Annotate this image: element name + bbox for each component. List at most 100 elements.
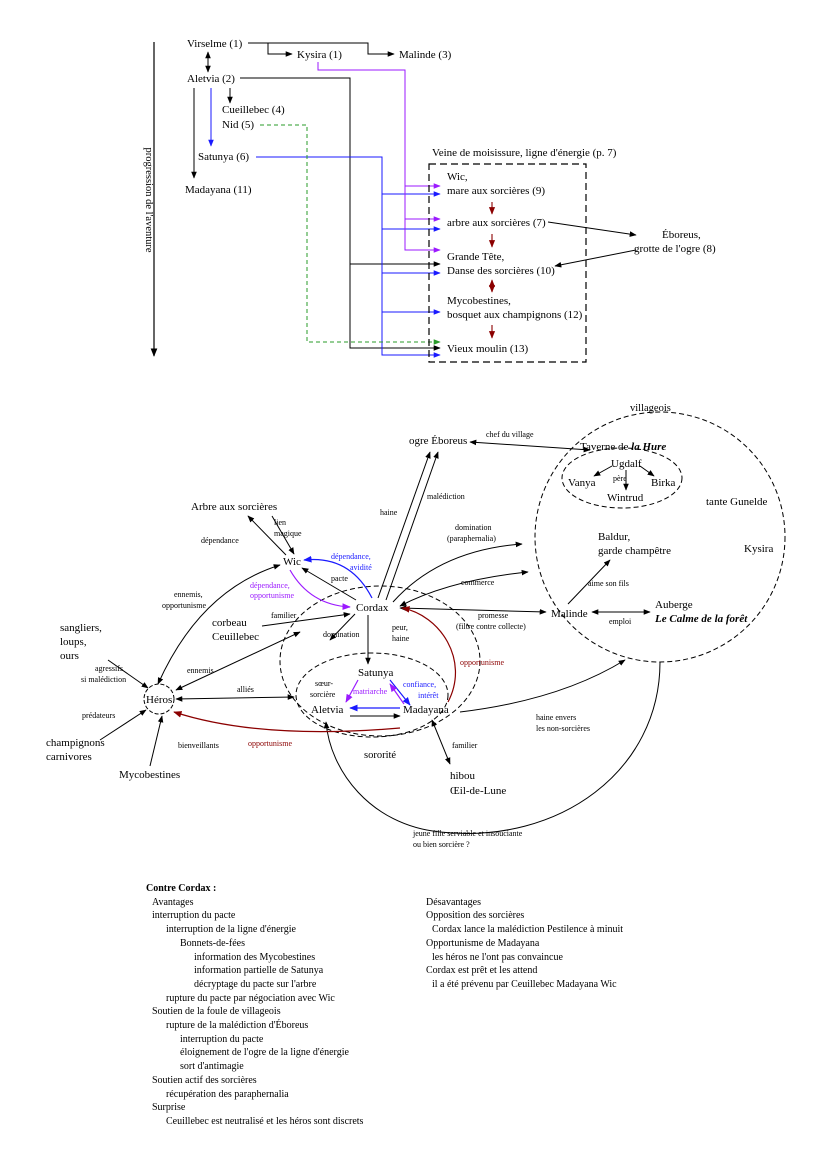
label-mycobestines: Mycobestines	[119, 769, 180, 781]
node-grande-2: Danse des sorcières (10)	[447, 265, 555, 277]
label-familier: familier	[271, 611, 297, 620]
node-arbre: arbre aux sorcières (7)	[447, 217, 546, 229]
label-domination-1: domination	[455, 523, 491, 532]
list-item: interruption de la ligne d'énergie	[166, 924, 296, 936]
edge-champi-heros	[99, 709, 147, 741]
list-item: Soutien de la foule de villageois	[152, 1006, 281, 1018]
label-ogre: ogre Éboreus	[409, 435, 467, 447]
label-vanya: Vanya	[568, 477, 596, 489]
label-corbeau-1: corbeau	[212, 617, 247, 629]
label-lien-1: lien	[274, 518, 286, 527]
link-kysira-box	[317, 62, 441, 253]
link-aletvia-grande-tete	[240, 77, 441, 267]
label-dep-avid-1: dépendance,	[331, 552, 371, 561]
label-soeur-2: sorcière	[310, 690, 336, 699]
edge-heros-allies	[175, 694, 295, 702]
label-pacte: pacte	[331, 574, 348, 583]
label-haine-envers-1: haine envers	[536, 713, 576, 722]
link-arbre-eboreus	[547, 221, 637, 237]
edge-heros-wic	[157, 564, 281, 685]
edge-madayana-villageois	[459, 659, 626, 713]
label-domination: domination	[323, 630, 359, 639]
label-malinde: Malinde	[551, 608, 588, 620]
desavantages-column: Désavantages Opposition des sorcières Co…	[426, 896, 623, 992]
link-nid-moulin	[260, 124, 441, 345]
label-soeur-1: sœur-	[315, 679, 333, 688]
heros-circle	[143, 683, 175, 715]
edge-ogre-villageois	[469, 439, 591, 453]
label-confiance-1: confiance,	[403, 680, 436, 689]
node-malinde: Malinde (3)	[399, 49, 452, 61]
label-aletvia: Aletvia	[311, 704, 343, 716]
list-item: Désavantages	[426, 896, 481, 908]
label-baldur-1: Baldur,	[598, 531, 630, 543]
label-ennemis-opp-2: opportunisme	[162, 601, 206, 610]
label-baldur-2: garde champêtre	[598, 545, 671, 557]
label-dep-opp-2: opportunisme	[250, 591, 294, 600]
edge-madayana-heros-red	[173, 711, 401, 733]
edge-myco-heros	[149, 715, 164, 767]
label-champi-1: champignons	[46, 737, 105, 749]
label-malediction: malédiction	[427, 492, 465, 501]
node-moulin: Vieux moulin (13)	[447, 343, 529, 355]
label-kysira: Kysira	[744, 543, 773, 555]
edge-cordax-commerce	[399, 569, 529, 607]
label-arbre: Arbre aux sorcières	[191, 501, 277, 513]
list-item: rupture de la malédiction d'Éboreus	[166, 1020, 309, 1032]
edge-wic-cordax-purple	[289, 569, 351, 610]
label-promesse-1: promesse	[478, 611, 509, 620]
flow-chart: progression de l'aventure Virselme (1) K…	[143, 38, 716, 363]
sorority-ellipse	[295, 652, 449, 738]
label-heros: Héros	[146, 694, 172, 706]
label-bienveillants: bienveillants	[178, 741, 219, 750]
label-hibou-2: Œil-de-Lune	[450, 785, 506, 797]
label-dep-opp-1: dépendance,	[250, 581, 290, 590]
edge-cordax-wic-blue	[303, 555, 373, 599]
list-item: les héros ne l'ont pas convaincue	[432, 951, 563, 963]
label-tante: tante Gunelde	[706, 496, 768, 508]
edge-cordax-domination	[392, 541, 523, 603]
label-villageois: villageois	[630, 403, 671, 414]
taverne-name: la Hure	[631, 441, 666, 453]
avantages-list: Avantages interruption du pacte interrup…	[146, 896, 363, 1129]
list-item: Cordax est prêt et les attend	[426, 965, 538, 977]
label-sororite: sororité	[364, 750, 396, 761]
label-auberge-1: Auberge	[655, 599, 693, 611]
label-predateurs: prédateurs	[82, 711, 115, 720]
label-satunya: Satunya	[358, 667, 394, 679]
label-allies: alliés	[237, 685, 254, 694]
edge-cordax-ogre-1	[377, 451, 431, 599]
link-aletvia-moulin	[349, 264, 441, 351]
relations-diagram: villageois Taverne de la Hure Ugdalf pèr…	[46, 403, 786, 849]
label-haine: haine	[380, 508, 398, 517]
label-champi-2: carnivores	[46, 751, 92, 763]
node-myco-1: Mycobestines,	[447, 295, 511, 307]
list-item: Soutien actif des sorcières	[152, 1074, 257, 1086]
node-satunya: Satunya (6)	[198, 151, 249, 163]
list-item: Opposition des sorcières	[426, 910, 525, 922]
label-opportunisme-b: opportunisme	[248, 739, 292, 748]
label-hibou-1: hibou	[450, 770, 476, 782]
energy-line-box	[428, 163, 587, 363]
label-confiance-2: intérêt	[418, 691, 439, 700]
label-emploi: emploi	[609, 617, 632, 626]
label-sangliers-2: loups,	[60, 636, 87, 648]
list-item: information des Mycobestines	[194, 951, 316, 963]
node-cueillebec: Cueillebec (4)	[222, 104, 285, 116]
label-familier-2: familier	[452, 741, 478, 750]
taverne-prefix: Taverne de	[580, 441, 631, 453]
energy-line-title: Veine de moisissure, ligne d'énergie (p.…	[432, 147, 617, 159]
label-matriarche: matriarche	[353, 687, 388, 696]
list-item: Surprise	[152, 1102, 186, 1114]
label-cordax: Cordax	[356, 602, 389, 614]
avantages-column: Contre Cordax : Avantages interruption d…	[146, 882, 363, 1129]
label-agressifs-1: agressifs	[95, 664, 123, 673]
node-nid: Nid (5)	[222, 119, 254, 131]
label-aime: aime son fils	[588, 579, 629, 588]
list-item: rupture du pacte par négociation avec Wi…	[166, 992, 335, 1004]
edge-villageois-aletvia	[323, 661, 661, 834]
label-sangliers-1: sangliers,	[60, 622, 102, 634]
edge-sangliers-heros	[107, 659, 149, 689]
list-item: sort d'antimagie	[180, 1061, 244, 1073]
label-dep-avid-2: avidité	[350, 563, 372, 572]
